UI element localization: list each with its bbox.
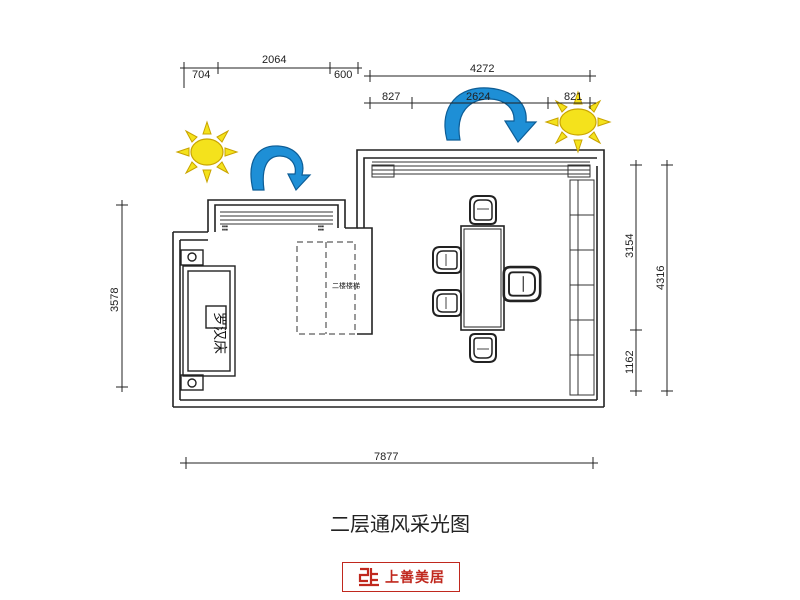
chair-icon [469,195,497,225]
airflow-arrow-icon [250,145,312,192]
dim-600: 600 [334,69,352,81]
dim-2064: 2064 [262,54,286,66]
dim-3154: 3154 [624,234,636,258]
chair-icon [432,289,462,317]
walls [172,149,605,408]
sun-icon [544,90,612,154]
stair-label: 二楼楼梯 [332,281,360,290]
luohan-bed [180,249,236,391]
dimension-lines [116,62,673,469]
window-left: ::: ::: [220,211,333,233]
bed-label: 罗汉床 [211,312,227,354]
stair [296,241,356,335]
diagram-title: 二层通风采光图 [330,512,470,536]
dim-827: 827 [382,91,400,103]
chair-icon [432,246,462,274]
dim-4316: 4316 [655,266,667,290]
dim-4272: 4272 [470,63,494,75]
dim-821: 821 [564,91,582,103]
svg-text::::: ::: [318,225,324,232]
window-right [371,161,591,178]
svg-text::::: ::: [222,225,228,232]
dim-7877: 7877 [374,451,398,463]
dim-2624: 2624 [466,91,490,103]
brand-name: 上善美居 [385,570,445,586]
dim-704: 704 [192,69,210,81]
logo-icon [358,567,379,587]
chair-icon [502,265,542,303]
side-cabinet [569,179,595,396]
chair-icon [469,333,497,363]
sun-icon [175,120,239,184]
brand-logo: 上善美居 [342,562,460,592]
dim-3578: 3578 [109,288,121,312]
dining-table [460,225,505,331]
dim-1162: 1162 [624,350,636,374]
